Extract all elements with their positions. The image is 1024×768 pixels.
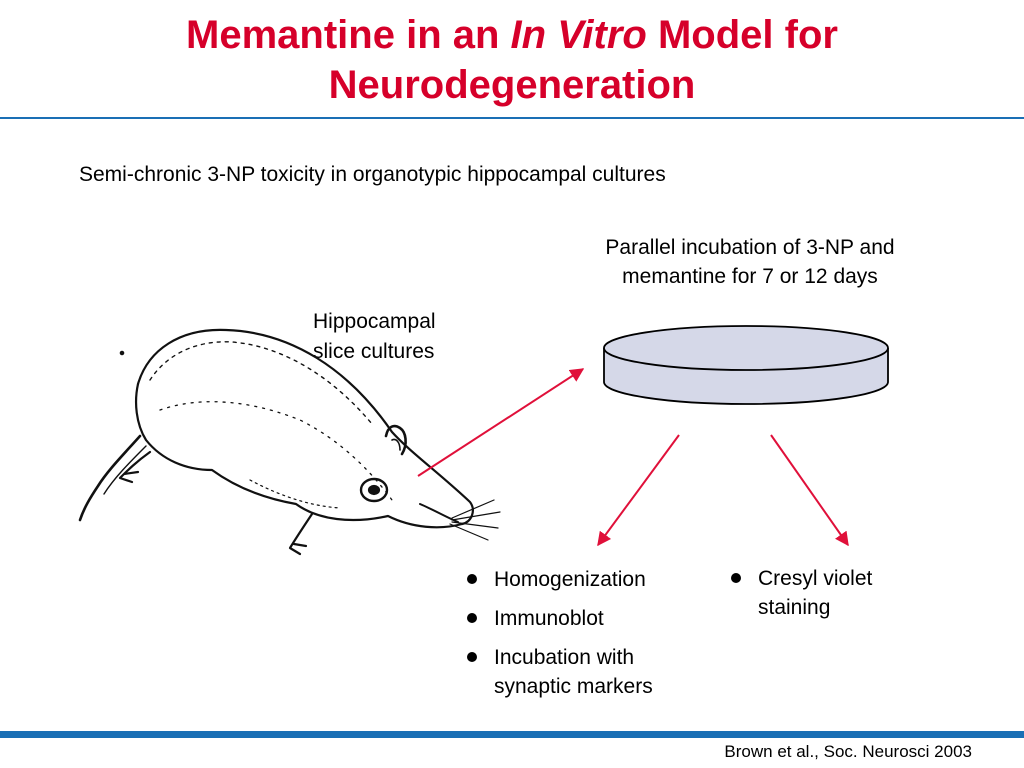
slice-label-line-2: slice cultures xyxy=(313,340,435,363)
arrow-rat-to-dish xyxy=(417,368,585,477)
bottom-divider xyxy=(0,731,1024,738)
rat-back-leg xyxy=(118,450,152,484)
top-divider xyxy=(0,117,1024,119)
slice-label-line-1: Hippocampal xyxy=(313,310,436,333)
slice-cultures-label: Hippocampal slice cultures xyxy=(313,307,436,367)
rat-drawing xyxy=(78,328,501,556)
list-item-homogenization: Homogenization xyxy=(464,565,704,594)
rat-belly-outline xyxy=(135,382,464,529)
title-italic: In Vitro xyxy=(510,13,647,57)
citation: Brown et al., Soc. Neurosci 2003 xyxy=(724,742,972,761)
list-item-synaptic-markers: Incubation with synaptic markers xyxy=(464,643,704,701)
rat-ear-inner xyxy=(391,438,401,451)
rat-whiskers xyxy=(449,499,501,541)
title-line-2: Neurodegeneration xyxy=(328,63,696,107)
rat-eye xyxy=(359,477,389,503)
culture-dish-icon xyxy=(603,325,889,405)
rat-pupil xyxy=(367,484,381,496)
rat-back-outline xyxy=(136,328,474,526)
rat-back-texture xyxy=(149,341,373,425)
rat-tail xyxy=(78,434,142,522)
rat-tail-inner xyxy=(103,445,147,495)
list-item-cresyl-violet: Cresyl violet staining xyxy=(728,564,928,622)
arrow-dish-to-cresyl xyxy=(770,434,849,547)
rat-stray-dot xyxy=(119,350,125,356)
list-item-immunoblot: Immunoblot xyxy=(464,604,704,633)
rat-front-leg xyxy=(288,512,314,556)
slide-title: Memantine in an In Vitro Model for Neuro… xyxy=(0,10,1024,110)
parallel-incubation-label: Parallel incubation of 3-NP and memantin… xyxy=(605,236,895,288)
title-part-1: Memantine in an xyxy=(186,13,511,57)
rat-chest-fur xyxy=(249,479,341,509)
rat-snout xyxy=(419,503,459,523)
rat-ear xyxy=(384,424,407,456)
subtitle: Semi-chronic 3-NP toxicity in organotypi… xyxy=(79,163,666,186)
title-part-2: Model for xyxy=(646,13,838,57)
arrow-dish-to-homogenization xyxy=(597,434,680,547)
analysis-list-right: Cresyl violet staining xyxy=(728,564,928,632)
analysis-list-left: Homogenization Immunoblot Incubation wit… xyxy=(464,565,704,711)
title-line-1: Memantine in an In Vitro Model for xyxy=(0,10,1024,60)
rat-body-texture xyxy=(159,401,393,501)
dish-top xyxy=(603,325,889,371)
